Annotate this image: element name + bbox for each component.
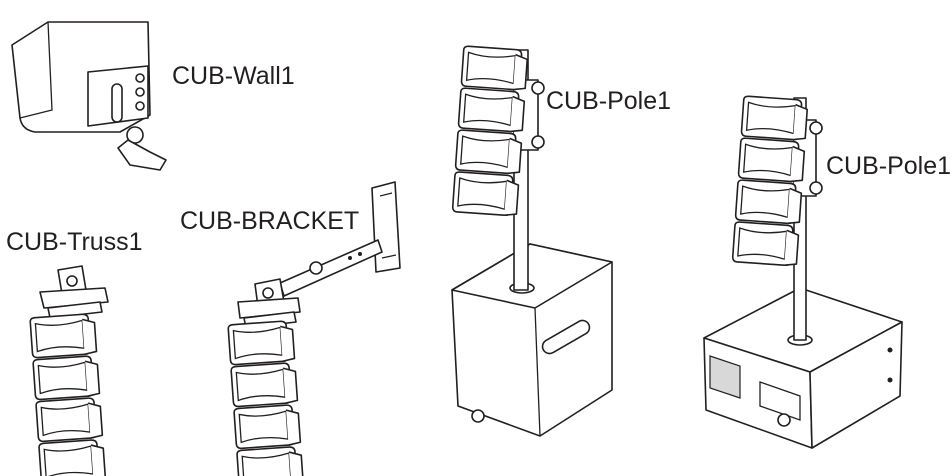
label-cub-pole1-left: CUB-Pole1 bbox=[546, 87, 671, 115]
truss-mount-array-illustration bbox=[30, 265, 109, 476]
label-cub-wall1: CUB-Wall1 bbox=[172, 62, 295, 90]
label-cub-pole1-right: CUB-Pole1 bbox=[826, 152, 951, 180]
label-cub-truss1: CUB-Truss1 bbox=[6, 228, 143, 256]
pole-mount-sub-flat-illustration bbox=[703, 96, 903, 449]
wall-bracket-array-illustration bbox=[228, 181, 401, 476]
label-cub-bracket: CUB-BRACKET bbox=[180, 207, 359, 235]
pole-mount-subwoofer-illustration bbox=[451, 46, 613, 437]
wall-mount-speaker-illustration bbox=[11, 21, 167, 171]
